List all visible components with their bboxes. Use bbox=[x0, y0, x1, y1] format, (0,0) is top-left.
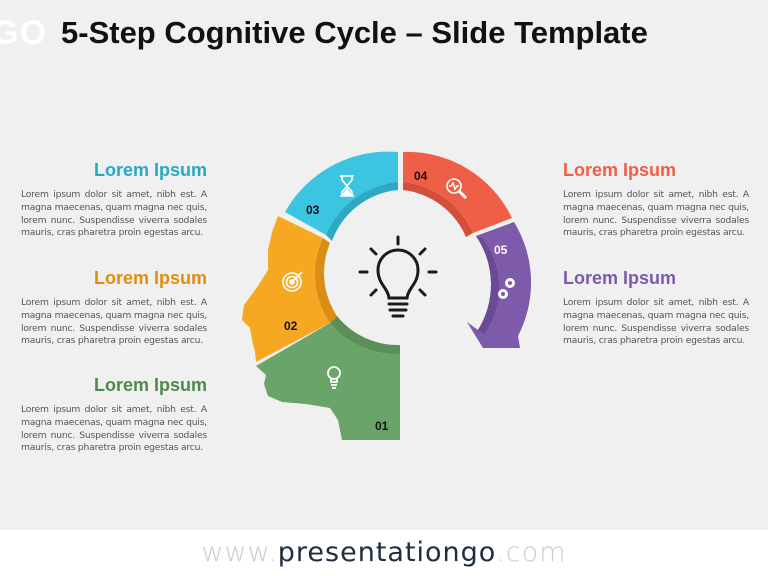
text-block-step3: Lorem Ipsum Lorem ipsum dolor sit amet, … bbox=[21, 160, 207, 240]
block-heading: Lorem Ipsum bbox=[93, 268, 207, 288]
segment-01 bbox=[256, 323, 400, 440]
target-icon bbox=[282, 271, 303, 292]
segment-04-shade bbox=[403, 182, 473, 237]
center-lightbulb-icon bbox=[358, 235, 438, 318]
block-body: Lorem ipsum dolor sit amet, nibh est. A … bbox=[21, 404, 207, 454]
footer-url: www.presentationgo.com bbox=[0, 530, 768, 576]
text-block-step5: Lorem Ipsum Lorem ipsum dolor sit amet, … bbox=[563, 268, 749, 348]
segment-05-shade bbox=[476, 236, 500, 334]
segment-02-shade bbox=[314, 238, 337, 323]
footer-prefix: www. bbox=[201, 537, 278, 568]
segment-02-number: 02 bbox=[284, 319, 298, 333]
brand-logo-fragment: GO bbox=[0, 14, 47, 52]
slide-title: 5-Step Cognitive Cycle – Slide Template bbox=[61, 15, 648, 50]
block-heading: Lorem Ipsum bbox=[93, 375, 207, 395]
block-body: Lorem ipsum dolor sit amet, nibh est. A … bbox=[563, 297, 749, 347]
hourglass-icon bbox=[340, 175, 354, 197]
segment-03-shade bbox=[326, 182, 398, 241]
block-body: Lorem ipsum dolor sit amet, nibh est. A … bbox=[563, 189, 749, 239]
block-body: Lorem ipsum dolor sit amet, nibh est. A … bbox=[21, 189, 207, 239]
segment-05 bbox=[467, 222, 532, 348]
segment-01-number: 01 bbox=[375, 419, 389, 433]
segment-01-shade bbox=[330, 316, 400, 355]
cognitive-cycle-diagram: 01 02 03 04 05 bbox=[242, 151, 532, 440]
segment-05-number: 05 bbox=[494, 243, 508, 257]
block-heading: Lorem Ipsum bbox=[563, 160, 677, 180]
gears-icon bbox=[498, 278, 515, 299]
block-heading: Lorem Ipsum bbox=[93, 160, 207, 180]
segment-04-number: 04 bbox=[414, 169, 428, 183]
lightbulb-icon bbox=[327, 366, 341, 389]
text-block-step2: Lorem Ipsum Lorem ipsum dolor sit amet, … bbox=[21, 268, 207, 348]
magnifier-pulse-icon bbox=[446, 178, 468, 200]
footer-suffix: .com bbox=[496, 537, 567, 568]
footer-brand: presentationgo bbox=[277, 537, 497, 568]
text-block-step1: Lorem Ipsum Lorem ipsum dolor sit amet, … bbox=[21, 375, 207, 455]
block-heading: Lorem Ipsum bbox=[563, 268, 677, 288]
text-block-step4: Lorem Ipsum Lorem ipsum dolor sit amet, … bbox=[563, 160, 749, 240]
segment-03-number: 03 bbox=[306, 203, 320, 217]
block-body: Lorem ipsum dolor sit amet, nibh est. A … bbox=[21, 297, 207, 347]
